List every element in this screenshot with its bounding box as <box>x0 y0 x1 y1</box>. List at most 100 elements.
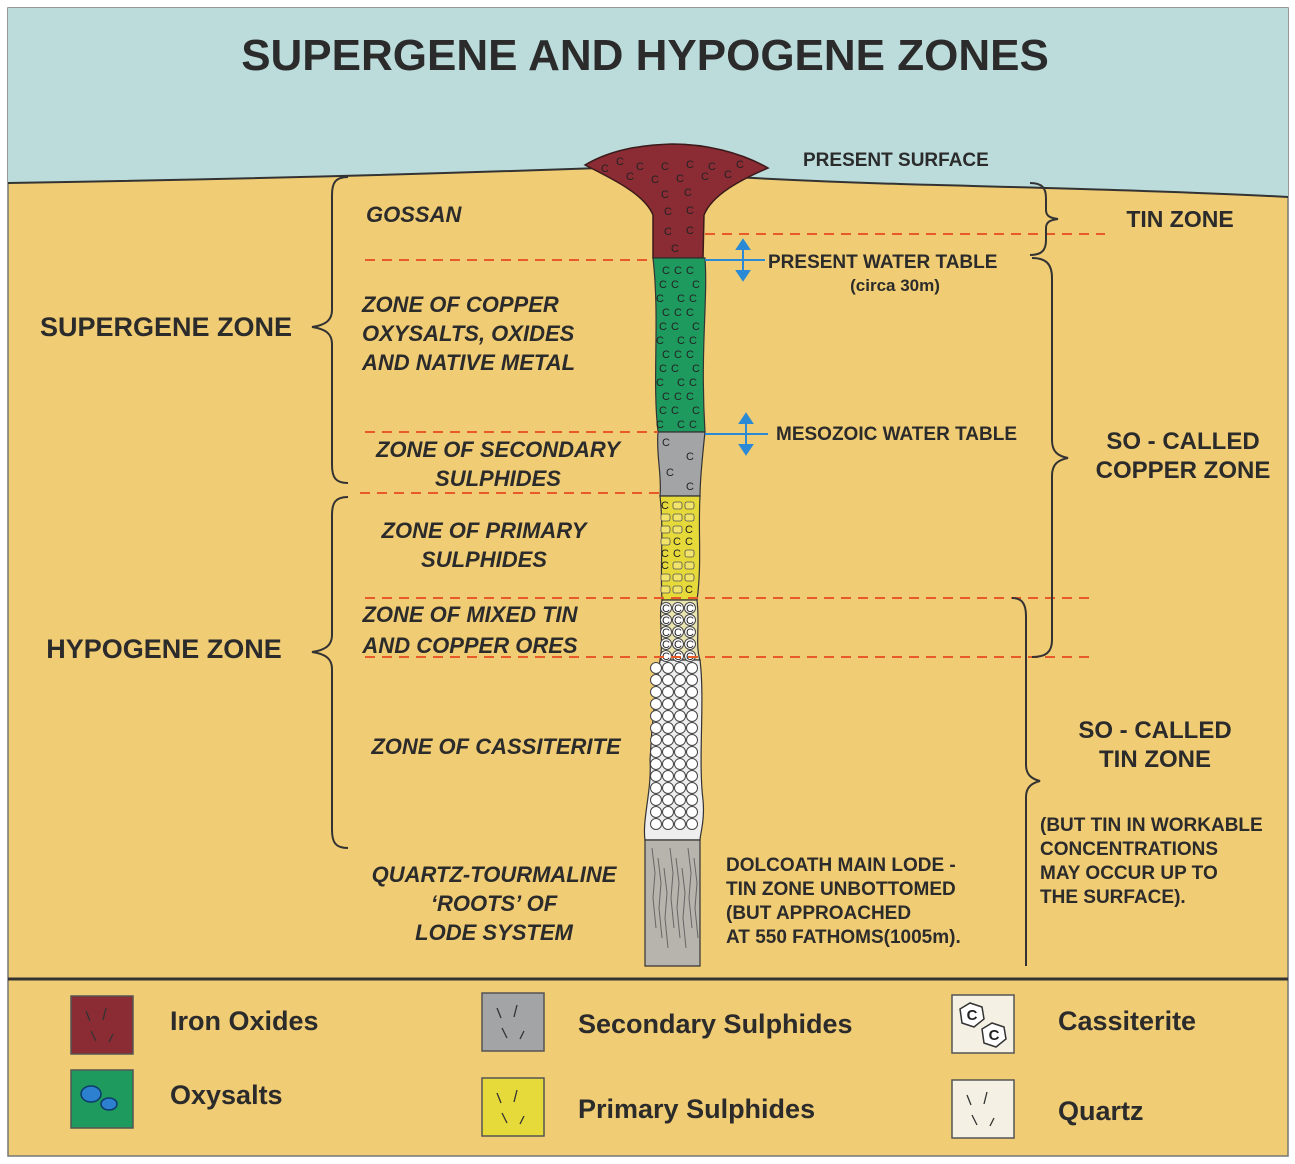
cassiterite-pebble <box>687 723 698 734</box>
c-glyph: C <box>674 627 682 639</box>
cassiterite-pebble <box>687 747 698 758</box>
present-surface-label: PRESENT SURFACE <box>803 150 989 171</box>
c-glyph: C <box>708 161 716 173</box>
c-glyph: C <box>674 265 682 277</box>
dolcoath-note-line-2: TIN ZONE UNBOTTOMED <box>726 879 956 900</box>
cassiterite-pebble <box>663 771 674 782</box>
cassiterite-pebble <box>675 759 686 770</box>
c-glyph: C <box>685 524 693 536</box>
c-glyph: C <box>689 419 697 431</box>
cassiterite-pebble <box>663 723 674 734</box>
cassiterite-pebble <box>675 699 686 710</box>
sulphide-grain <box>673 586 682 593</box>
copper-oxysalts-label-line-1: ZONE OF COPPER <box>361 292 559 317</box>
cassiterite-pebble <box>651 723 662 734</box>
cassiterite-pebble <box>663 699 674 710</box>
cassiterite-pebble <box>675 687 686 698</box>
cassiterite-pebble <box>675 747 686 758</box>
cassiterite-pebble <box>663 735 674 746</box>
c-glyph: C <box>659 279 667 291</box>
c-glyph: C <box>684 187 692 199</box>
hypogene-zone-label: HYPOGENE ZONE <box>46 634 282 664</box>
cassiterite-pebble <box>675 723 686 734</box>
dolcoath-note-line-1: DOLCOATH MAIN LODE - <box>726 855 956 876</box>
c-glyph: C <box>689 335 697 347</box>
c-glyph: C <box>686 615 694 627</box>
c-glyph: C <box>626 171 634 183</box>
cassiterite-pebble <box>675 795 686 806</box>
cassiterite-pebble <box>651 711 662 722</box>
c-glyph: C <box>662 615 670 627</box>
c-glyph: C <box>677 377 685 389</box>
mixed-ores-label-line-2: AND COPPER ORES <box>361 633 577 658</box>
water-table-note: (circa 30m) <box>850 276 940 295</box>
c-glyph: C <box>686 205 694 217</box>
cassiterite-pebble <box>675 819 686 830</box>
c-glyph: C <box>685 536 693 548</box>
cassiterite-pebble <box>651 699 662 710</box>
cassiterite-pebble <box>651 795 662 806</box>
c-glyph: C <box>673 548 681 560</box>
sulphide-grain <box>685 574 694 581</box>
c-glyph: C <box>701 171 709 183</box>
c-glyph: C <box>601 163 609 175</box>
c-glyph: C <box>656 377 664 389</box>
sulphide-grain <box>673 502 682 509</box>
c-glyph: C <box>671 363 679 375</box>
c-glyph: C <box>636 161 644 173</box>
cassiterite-pebble <box>675 735 686 746</box>
cassiterite-pebble <box>663 759 674 770</box>
c-glyph: C <box>677 293 685 305</box>
c-glyph: C <box>662 391 670 403</box>
gossan-label-line-1: GOSSAN <box>366 202 462 227</box>
c-glyph: C <box>686 603 694 615</box>
tin-zone-label-line-2: TIN ZONE <box>1099 746 1211 773</box>
c-glyph: C <box>659 405 667 417</box>
copper-oxysalts-label-line-2: OXYSALTS, OXIDES <box>362 321 575 346</box>
primary-sulphides-label-line-2: SULPHIDES <box>421 547 547 572</box>
legend-swatch <box>71 996 133 1054</box>
cassiterite-pebble <box>651 687 662 698</box>
c-glyph: C <box>666 467 674 479</box>
c-glyph: C <box>674 639 682 651</box>
cassiterite-pebble <box>663 807 674 818</box>
c-glyph: C <box>686 225 694 237</box>
c-glyph: C <box>671 243 679 255</box>
copper-zone-label-line-2: COPPER ZONE <box>1096 457 1271 484</box>
svg-text:C: C <box>989 1027 1000 1044</box>
sulphide-grain <box>661 538 670 545</box>
c-glyph: C <box>692 279 700 291</box>
svg-text:C: C <box>967 1007 978 1024</box>
tin-zone-label-line-1: SO - CALLED <box>1078 717 1231 744</box>
c-glyph: C <box>686 639 694 651</box>
copper-oxysalts-label-line-3: AND NATIVE METAL <box>361 350 575 375</box>
c-glyph: C <box>673 536 681 548</box>
cassiterite-pebble <box>663 663 674 674</box>
c-glyph: C <box>661 161 669 173</box>
mixed-ores-label-line-1: ZONE OF MIXED TIN <box>361 602 578 627</box>
sulphide-grain <box>685 514 694 521</box>
legend-swatch <box>952 995 1014 1053</box>
tin-zone-note-line-3: MAY OCCUR UP TO <box>1040 863 1218 884</box>
cassiterite-pebble <box>651 735 662 746</box>
cassiterite-pebble <box>687 783 698 794</box>
c-glyph: C <box>692 321 700 333</box>
cassiterite-pebble <box>687 675 698 686</box>
cassiterite-pebble <box>663 819 674 830</box>
c-glyph: C <box>671 279 679 291</box>
c-glyph: C <box>671 321 679 333</box>
cassiterite-pebble <box>663 711 674 722</box>
c-glyph: C <box>677 419 685 431</box>
cassiterite-pebble <box>687 771 698 782</box>
cassiterite-pebble <box>675 771 686 782</box>
cassiterite-pebble <box>651 663 662 674</box>
c-glyph: C <box>686 451 694 463</box>
c-glyph: C <box>661 500 669 512</box>
c-glyph: C <box>692 363 700 375</box>
c-glyph: C <box>656 335 664 347</box>
cassiterite-pebble <box>687 735 698 746</box>
diagram-title: SUPERGENE AND HYPOGENE ZONES <box>241 31 1049 80</box>
c-glyph: C <box>661 189 669 201</box>
